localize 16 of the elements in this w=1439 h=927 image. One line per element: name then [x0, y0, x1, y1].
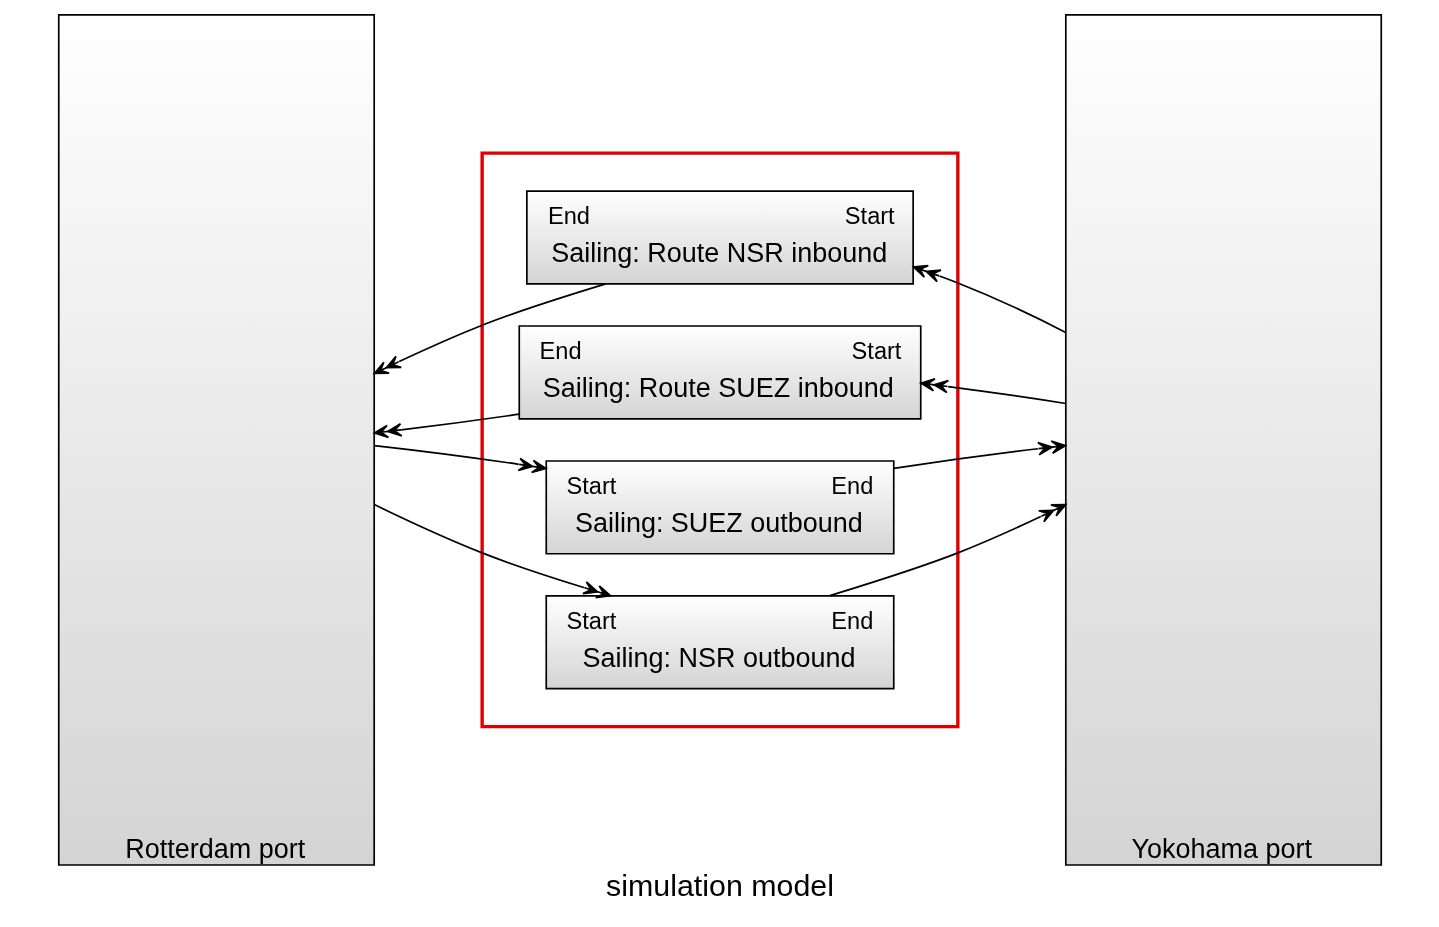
node-box: Yokohama port — [1064, 13, 1382, 866]
node-box: End Start Sailing: Route NSR inbound — [525, 190, 914, 285]
arrow — [372, 283, 607, 375]
node-box: Start End Sailing: SUEZ outbound — [544, 460, 895, 555]
arrow — [912, 264, 1067, 334]
arrow — [828, 503, 1067, 597]
arrow — [372, 503, 611, 599]
arrow — [919, 377, 1067, 405]
arrow — [892, 440, 1066, 470]
node-box: End Start Sailing: Route SUEZ inbound — [517, 325, 922, 420]
node-box: Start End Sailing: NSR outbound — [544, 595, 895, 690]
arrow — [373, 413, 520, 439]
arrow — [373, 444, 547, 474]
node-box: Rotterdam port — [57, 13, 375, 866]
cluster — [479, 151, 960, 729]
caption: simulation model — [605, 869, 834, 903]
